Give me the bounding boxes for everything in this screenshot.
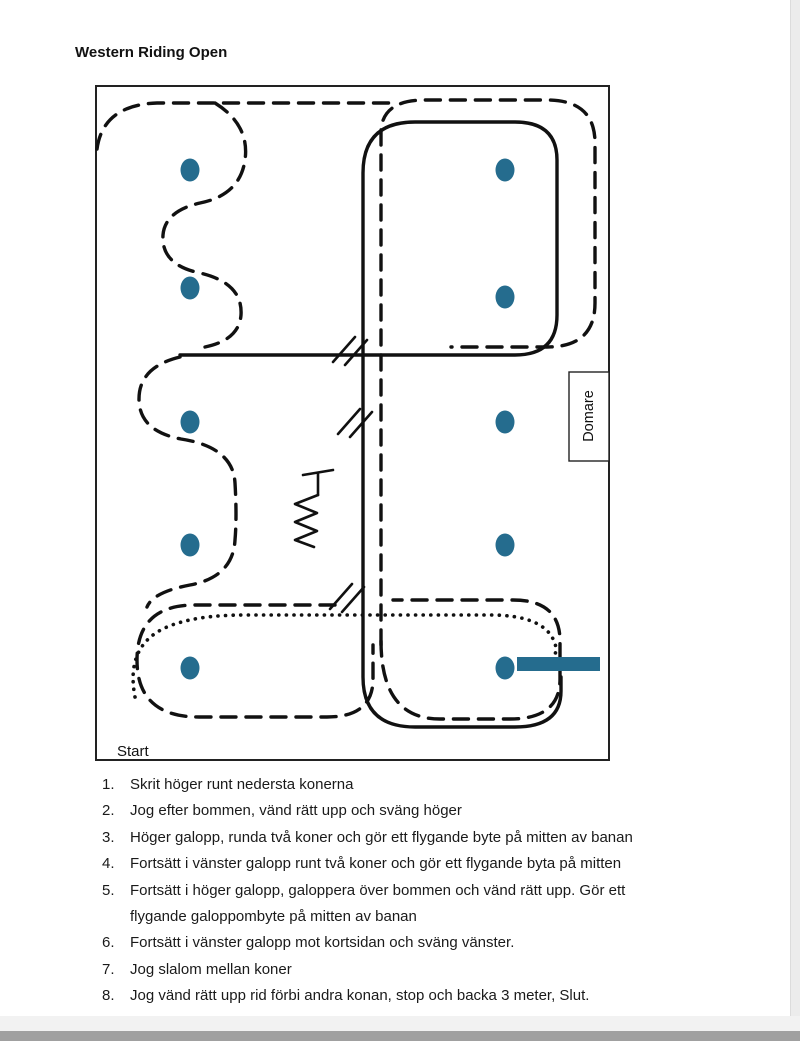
- instruction-item: 1. Skrit höger runt nedersta konerna: [100, 772, 685, 798]
- cone: [495, 656, 515, 680]
- loop-bottom-left-dashed: [135, 603, 375, 719]
- instruction-item: 3. Höger galopp, runda två koner och gör…: [100, 825, 685, 851]
- instruction-text: Fortsätt i höger galopp, galoppera över …: [130, 881, 626, 926]
- slalom-path-mid-left-dashed: [137, 355, 238, 609]
- cone: [180, 656, 200, 680]
- cone: [495, 533, 515, 557]
- walk-path-dotted: [131, 613, 558, 699]
- instruction-item: 4. Fortsätt i vänster galopp runt två ko…: [100, 851, 685, 877]
- backup-zigzag: [293, 493, 320, 549]
- page-title: Western Riding Open: [75, 44, 228, 61]
- lead-change-mark-2: [336, 407, 374, 439]
- loop-bottom-right-dashed: [379, 598, 562, 721]
- cone: [495, 410, 515, 434]
- instruction-number: 4.: [102, 855, 115, 873]
- instruction-number: 6.: [102, 934, 115, 952]
- instruction-text: Fortsätt i vänster galopp runt två koner…: [130, 855, 622, 873]
- hatch-line: [328, 582, 354, 611]
- cone: [180, 410, 200, 434]
- lead-change-mark-3: [328, 582, 366, 614]
- stop-back-symbol: [293, 468, 335, 549]
- instruction-number: 5.: [102, 881, 115, 899]
- cone: [180, 158, 200, 182]
- instruction-text: Fortsätt i vänster galopp mot kortsidan …: [130, 934, 515, 952]
- instruction-number: 7.: [102, 960, 115, 978]
- instruction-item: 7. Jog slalom mellan koner: [100, 957, 685, 983]
- cone: [495, 285, 515, 309]
- cone: [180, 533, 200, 557]
- instruction-number: 1.: [102, 776, 115, 793]
- next-page-edge: [0, 1031, 800, 1041]
- instruction-text: Jog efter bommen, vänd rätt upp och svän…: [130, 802, 462, 820]
- cone: [495, 158, 515, 182]
- start-label: Start: [117, 743, 150, 760]
- instruction-text: Jog slalom mellan koner: [130, 960, 292, 978]
- hatch-line: [336, 407, 362, 436]
- pattern-svg: Domare Start: [95, 85, 610, 761]
- instruction-text: Jog vänd rätt upp rid förbi andra konan,…: [130, 987, 590, 1005]
- hatch-line: [331, 335, 357, 364]
- hatch-line: [348, 410, 374, 439]
- judge-box: [568, 371, 610, 462]
- page-bottom-gap: [0, 1016, 800, 1031]
- instruction-item: 8. Jog vänd rätt upp rid förbi andra kon…: [100, 983, 685, 1009]
- instruction-number: 2.: [102, 802, 115, 820]
- instruction-number: 3.: [102, 828, 115, 846]
- jog-path-top-dashed: [95, 101, 397, 151]
- instruction-text: Höger galopp, runda två koner och gör et…: [130, 828, 633, 846]
- judge-label: Domare: [581, 390, 597, 442]
- document-page: Western Riding Open: [75, 44, 685, 1010]
- slalom-path-upper-left-dashed: [161, 101, 248, 349]
- cone: [180, 276, 200, 300]
- hatch-line: [340, 585, 366, 614]
- lope-path-right-outer-dashed: [379, 98, 597, 647]
- instruction-item: 6. Fortsätt i vänster galopp mot kortsid…: [100, 930, 685, 956]
- lope-path-solid: [178, 120, 563, 729]
- instruction-item: 5. Fortsätt i höger galopp, galoppera öv…: [100, 878, 685, 931]
- instruction-list: 1. Skrit höger runt nedersta konerna 2. …: [100, 772, 685, 1010]
- ground-pole: [517, 657, 600, 671]
- instruction-number: 8.: [102, 987, 115, 1005]
- arena-diagram: Domare Start: [95, 85, 610, 761]
- instruction-item: 2. Jog efter bommen, vänd rätt upp och s…: [100, 798, 685, 824]
- hatch-line: [343, 338, 369, 367]
- instruction-text: Skrit höger runt nedersta konerna: [130, 776, 354, 793]
- lead-change-mark-1: [331, 335, 369, 367]
- page-right-margin: [790, 0, 800, 1016]
